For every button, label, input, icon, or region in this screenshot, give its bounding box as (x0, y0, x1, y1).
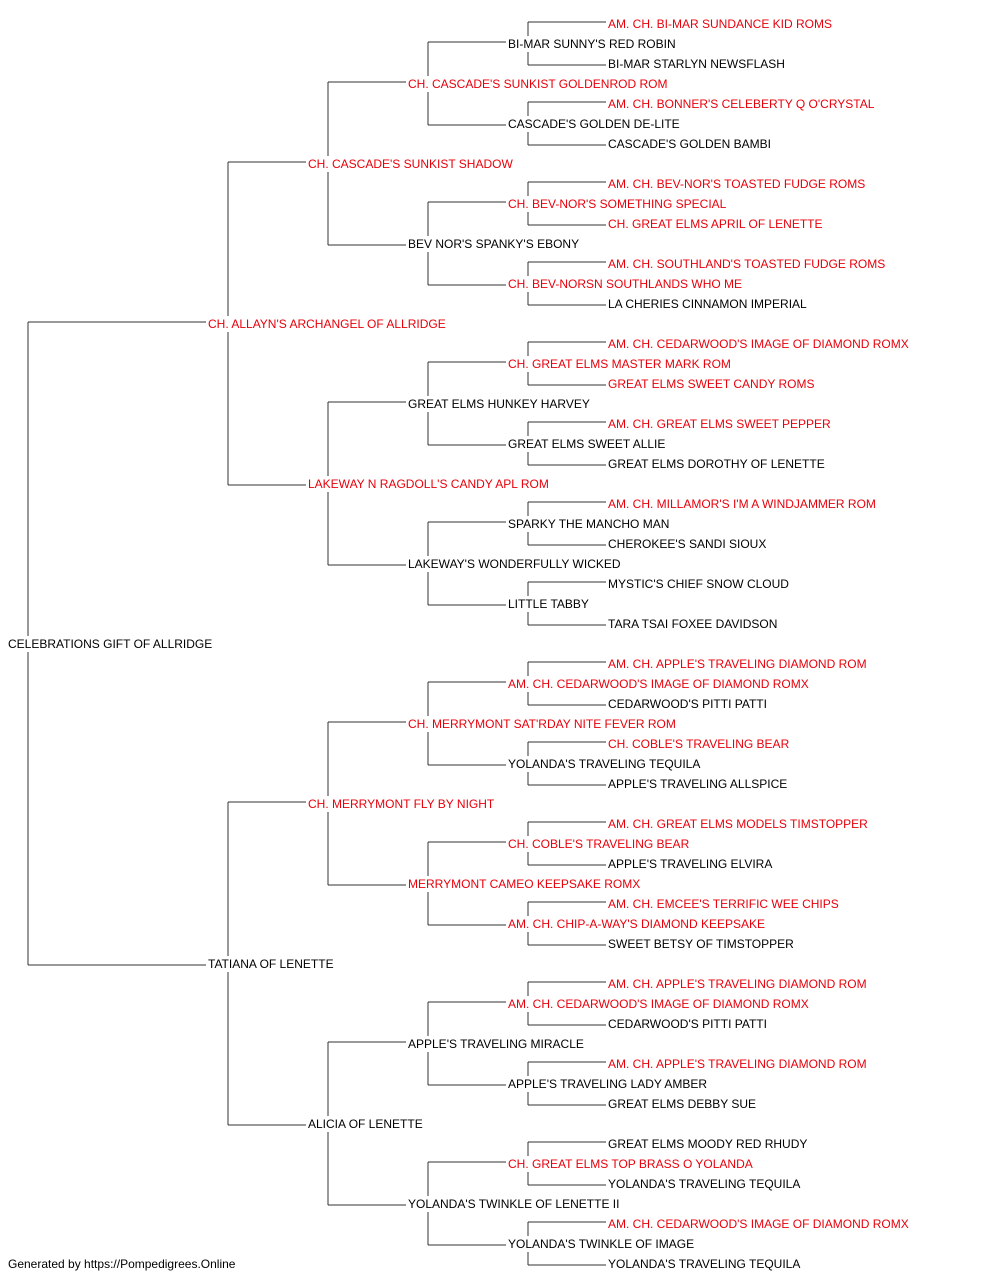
gen6-ancestor-3: AM. CH. BONNER'S CELEBERTY Q O'CRYSTAL (608, 97, 875, 111)
gen5-ancestor-6: GREAT ELMS SWEET ALLIE (508, 437, 666, 451)
gen5-ancestor-2: CASCADE'S GOLDEN DE-LITE (508, 117, 680, 131)
gen6-ancestor-20: APPLE'S TRAVELING ALLSPICE (608, 777, 788, 791)
gen6-ancestor-27: AM. CH. APPLE'S TRAVELING DIAMOND ROM (608, 1057, 867, 1071)
gen6-ancestor-9: AM. CH. CEDARWOOD'S IMAGE OF DIAMOND ROM… (608, 337, 909, 351)
gen6-ancestor-10: GREAT ELMS SWEET CANDY ROMS (608, 377, 815, 391)
gen5-ancestor-14: APPLE'S TRAVELING LADY AMBER (508, 1077, 708, 1091)
gen6-ancestor-28: GREAT ELMS DEBBY SUE (608, 1097, 757, 1111)
gen6-ancestor-29: GREAT ELMS MOODY RED RHUDY (608, 1137, 808, 1151)
gen6-ancestor-15: MYSTIC'S CHIEF SNOW CLOUD (608, 577, 789, 591)
gen3-ancestor-2: LAKEWAY N RAGDOLL'S CANDY APL ROM (308, 477, 549, 491)
gen4-ancestor-8: YOLANDA'S TWINKLE OF LENETTE II (408, 1197, 620, 1211)
gen5-ancestor-13: AM. CH. CEDARWOOD'S IMAGE OF DIAMOND ROM… (508, 997, 809, 1011)
gen5-ancestor-5: CH. GREAT ELMS MASTER MARK ROM (508, 357, 731, 371)
gen5-ancestor-16: YOLANDA'S TWINKLE OF IMAGE (508, 1237, 695, 1251)
gen6-ancestor-18: CEDARWOOD'S PITTI PATTI (608, 697, 767, 711)
gen6-ancestor-14: CHEROKEE'S SANDI SIOUX (608, 537, 767, 551)
gen6-ancestor-4: CASCADE'S GOLDEN BAMBI (608, 137, 771, 151)
gen6-ancestor-32: YOLANDA'S TRAVELING TEQUILA (608, 1257, 801, 1271)
gen4-ancestor-6: MERRYMONT CAMEO KEEPSAKE ROMX (408, 877, 641, 891)
gen5-ancestor-7: SPARKY THE MANCHO MAN (508, 517, 670, 531)
gen6-ancestor-6: CH. GREAT ELMS APRIL OF LENETTE (608, 217, 823, 231)
gen6-ancestor-1: AM. CH. BI-MAR SUNDANCE KID ROMS (608, 17, 833, 31)
gen6-ancestor-30: YOLANDA'S TRAVELING TEQUILA (608, 1177, 801, 1191)
gen6-ancestor-16: TARA TSAI FOXEE DAVIDSON (608, 617, 778, 631)
gen3-ancestor-1: CH. CASCADE'S SUNKIST SHADOW (308, 157, 513, 171)
gen6-ancestor-22: APPLE'S TRAVELING ELVIRA (608, 857, 773, 871)
gen5-ancestor-1: BI-MAR SUNNY'S RED ROBIN (508, 37, 676, 51)
gen4-ancestor-5: CH. MERRYMONT SAT'RDAY NITE FEVER ROM (408, 717, 676, 731)
gen5-ancestor-10: YOLANDA'S TRAVELING TEQUILA (508, 757, 701, 771)
gen6-ancestor-23: AM. CH. EMCEE'S TERRIFIC WEE CHIPS (608, 897, 839, 911)
gen5-ancestor-15: CH. GREAT ELMS TOP BRASS O YOLANDA (508, 1157, 753, 1171)
gen6-ancestor-17: AM. CH. APPLE'S TRAVELING DIAMOND ROM (608, 657, 867, 671)
gen6-ancestor-12: GREAT ELMS DOROTHY OF LENETTE (608, 457, 825, 471)
subject-name: CELEBRATIONS GIFT OF ALLRIDGE (8, 637, 213, 651)
gen6-ancestor-8: LA CHERIES CINNAMON IMPERIAL (608, 297, 807, 311)
sire-name: CH. ALLAYN'S ARCHANGEL OF ALLRIDGE (208, 317, 446, 331)
gen3-ancestor-3: CH. MERRYMONT FLY BY NIGHT (308, 797, 495, 811)
gen5-ancestor-8: LITTLE TABBY (508, 597, 589, 611)
gen6-ancestor-19: CH. COBLE'S TRAVELING BEAR (608, 737, 790, 751)
gen4-ancestor-2: BEV NOR'S SPANKY'S EBONY (408, 237, 580, 251)
gen6-ancestor-24: SWEET BETSY OF TIMSTOPPER (608, 937, 794, 951)
gen6-ancestor-21: AM. CH. GREAT ELMS MODELS TIMSTOPPER (608, 817, 868, 831)
gen6-ancestor-5: AM. CH. BEV-NOR'S TOASTED FUDGE ROMS (608, 177, 866, 191)
dam-name: TATIANA OF LENETTE (208, 957, 334, 971)
gen4-ancestor-1: CH. CASCADE'S SUNKIST GOLDENROD ROM (408, 77, 668, 91)
gen6-ancestor-26: CEDARWOOD'S PITTI PATTI (608, 1017, 767, 1031)
gen6-ancestor-2: BI-MAR STARLYN NEWSFLASH (608, 57, 785, 71)
gen4-ancestor-7: APPLE'S TRAVELING MIRACLE (408, 1037, 584, 1051)
gen5-ancestor-12: AM. CH. CHIP-A-WAY'S DIAMOND KEEPSAKE (508, 917, 765, 931)
gen6-ancestor-11: AM. CH. GREAT ELMS SWEET PEPPER (608, 417, 831, 431)
gen6-ancestor-25: AM. CH. APPLE'S TRAVELING DIAMOND ROM (608, 977, 867, 991)
gen5-ancestor-9: AM. CH. CEDARWOOD'S IMAGE OF DIAMOND ROM… (508, 677, 809, 691)
gen6-ancestor-13: AM. CH. MILLAMOR'S I'M A WINDJAMMER ROM (608, 497, 876, 511)
gen3-ancestor-4: ALICIA OF LENETTE (308, 1117, 423, 1131)
gen4-ancestor-4: LAKEWAY'S WONDERFULLY WICKED (408, 557, 621, 571)
gen4-ancestor-3: GREAT ELMS HUNKEY HARVEY (408, 397, 590, 411)
generated-by-footer: Generated by https://Pompedigrees.Online (8, 1257, 236, 1271)
gen5-ancestor-4: CH. BEV-NORSN SOUTHLANDS WHO ME (508, 277, 743, 291)
gen5-ancestor-3: CH. BEV-NOR'S SOMETHING SPECIAL (508, 197, 727, 211)
gen6-ancestor-7: AM. CH. SOUTHLAND'S TOASTED FUDGE ROMS (608, 257, 886, 271)
gen5-ancestor-11: CH. COBLE'S TRAVELING BEAR (508, 837, 690, 851)
gen6-ancestor-31: AM. CH. CEDARWOOD'S IMAGE OF DIAMOND ROM… (608, 1217, 909, 1231)
